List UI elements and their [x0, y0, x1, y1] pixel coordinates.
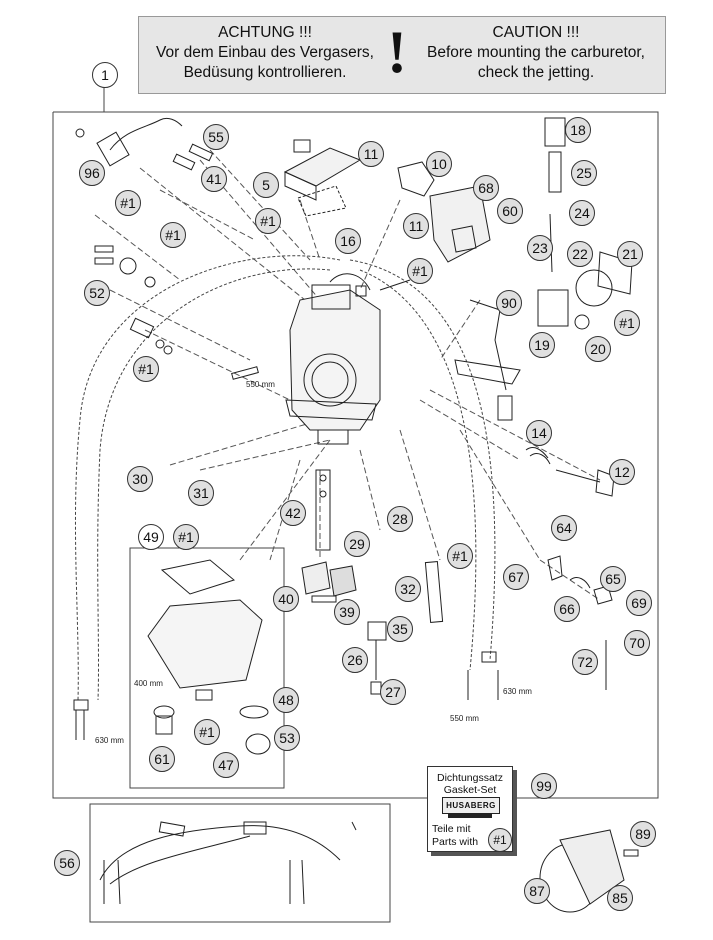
callout-31: 31: [188, 480, 214, 506]
warning-en-line3: check the jetting.: [477, 64, 595, 81]
callout-ref-1: #1: [173, 524, 199, 550]
warning-de-line3: Bedüsung kontrollieren.: [183, 64, 347, 81]
callout-22: 22: [567, 241, 593, 267]
callout-20: 20: [585, 336, 611, 362]
dim-630mm-left: 630 mm: [95, 736, 124, 745]
callout-ref-1: #1: [407, 258, 433, 284]
callout-ref-1: #1: [488, 828, 512, 852]
callout-ref-1: #1: [255, 208, 281, 234]
callout-48: 48: [273, 687, 299, 713]
callout-64: 64: [551, 515, 577, 541]
callout-49: 49: [138, 524, 164, 550]
callout-ref-1: #1: [160, 222, 186, 248]
gasket-set-de: Dichtungssatz: [437, 772, 503, 784]
callout-60: 60: [497, 198, 523, 224]
husaberg-logo: HUSABERG: [442, 797, 500, 814]
callout-56: 56: [54, 850, 80, 876]
gasket-set-kit: Dichtungssatz Gasket-Set HUSABERG Teile …: [427, 766, 519, 858]
callout-5: 5: [253, 172, 279, 198]
callout-26: 26: [342, 647, 368, 673]
callout-25: 25: [571, 160, 597, 186]
callout-10: 10: [426, 151, 452, 177]
callout-11: 11: [358, 141, 384, 167]
gasket-set-box: Dichtungssatz Gasket-Set HUSABERG Teile …: [427, 766, 513, 852]
dim-550mm-lower: 550 mm: [450, 714, 479, 723]
dim-550mm-upper: 550 mm: [246, 380, 275, 389]
callout-52: 52: [84, 280, 110, 306]
callout-87: 87: [524, 878, 550, 904]
callout-55: 55: [203, 124, 229, 150]
callout-ref-1: #1: [614, 310, 640, 336]
callout-70: 70: [624, 630, 650, 656]
callout-32: 32: [395, 576, 421, 602]
callout-68: 68: [473, 175, 499, 201]
callout-99: 99: [531, 773, 557, 799]
callout-69: 69: [626, 590, 652, 616]
callout-53: 53: [274, 725, 300, 751]
callout-1: 1: [92, 62, 118, 88]
callout-61: 61: [149, 746, 175, 772]
caution-banner: ACHTUNG !!! Vor dem Einbau des Vergasers…: [138, 16, 666, 94]
warning-en-title: CAUTION !!!: [492, 24, 580, 41]
callout-35: 35: [387, 616, 413, 642]
callout-23: 23: [527, 235, 553, 261]
callout-11: 11: [403, 213, 429, 239]
dim-400mm: 400 mm: [134, 679, 163, 688]
dim-630mm-right: 630 mm: [503, 687, 532, 696]
callout-42: 42: [280, 500, 306, 526]
callout-65: 65: [600, 566, 626, 592]
logo-underline: [448, 814, 492, 818]
callout-85: 85: [607, 885, 633, 911]
callout-39: 39: [334, 599, 360, 625]
parts-with-label: Teile mit Parts with: [432, 823, 478, 849]
callout-21: 21: [617, 241, 643, 267]
callout-16: 16: [335, 228, 361, 254]
callout-24: 24: [569, 200, 595, 226]
callout-89: 89: [630, 821, 656, 847]
callout-66: 66: [554, 596, 580, 622]
callout-30: 30: [127, 466, 153, 492]
callout-40: 40: [273, 586, 299, 612]
warning-de-line2: Vor dem Einbau des Vergasers,: [156, 44, 374, 61]
callout-14: 14: [526, 420, 552, 446]
callout-27: 27: [380, 679, 406, 705]
callout-18: 18: [565, 117, 591, 143]
warning-de-title: ACHTUNG !!!: [218, 24, 312, 41]
warning-en-line2: Before mounting the carburetor,: [427, 44, 645, 61]
parts-with-de: Teile mit: [432, 823, 471, 835]
callout-41: 41: [201, 166, 227, 192]
callout-ref-1: #1: [133, 356, 159, 382]
warning-english: CAUTION !!! Before mounting the carburet…: [409, 23, 663, 83]
exclamation-icon: !: [387, 19, 407, 85]
callout-47: 47: [213, 752, 239, 778]
callout-ref-1: #1: [447, 543, 473, 569]
callout-ref-1: #1: [194, 719, 220, 745]
callout-29: 29: [344, 531, 370, 557]
callout-90: 90: [496, 290, 522, 316]
gasket-set-en: Gasket-Set: [443, 784, 497, 796]
callout-72: 72: [572, 649, 598, 675]
callout-67: 67: [503, 564, 529, 590]
callout-ref-1: #1: [115, 190, 141, 216]
callout-12: 12: [609, 459, 635, 485]
warning-german: ACHTUNG !!! Vor dem Einbau des Vergasers…: [143, 23, 387, 83]
callout-28: 28: [387, 506, 413, 532]
parts-with-en: Parts with: [432, 836, 479, 848]
callout-19: 19: [529, 332, 555, 358]
callout-96: 96: [79, 160, 105, 186]
